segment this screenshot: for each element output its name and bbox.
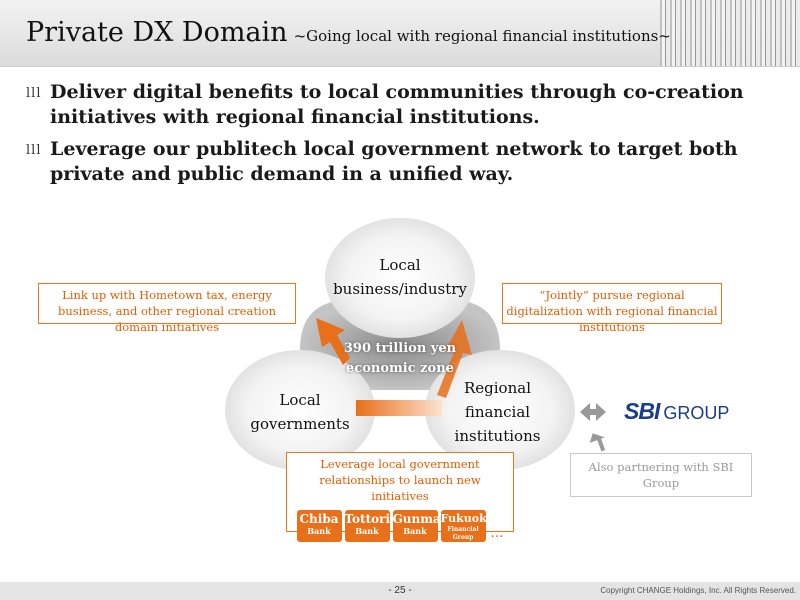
callout-sbi-partner: Also partnering with SBI Group xyxy=(570,453,752,497)
page-number: - 25 - xyxy=(388,585,412,596)
bank-logo-gunma: Gunma Bank xyxy=(392,510,441,542)
circle-local-business xyxy=(325,218,475,338)
arrow-up-icon xyxy=(589,433,606,452)
callout-local-government-initiatives: Leverage local government relationships … xyxy=(286,452,514,542)
callout-hometown-tax: Link up with Hometown tax, energy busine… xyxy=(38,283,296,334)
callout-bottom-text: Leverage local government relationships … xyxy=(319,457,481,503)
arrow-horizontal-bar xyxy=(356,400,442,416)
decorative-stripes xyxy=(660,0,800,66)
double-arrow-icon xyxy=(580,403,606,421)
footer-bar xyxy=(0,582,800,600)
label-regional-financial: Regional financial institutions xyxy=(454,379,541,445)
bullet-text: Leverage our publitech local government … xyxy=(50,138,738,185)
copyright-text: Copyright CHANGE Holdings, Inc. All Righ… xyxy=(600,586,796,595)
bank-sub: Bank xyxy=(307,526,331,536)
bullet-text: Deliver digital benefits to local commun… xyxy=(50,81,744,128)
bank-sub: Bank xyxy=(355,526,379,536)
bank-sub: Financial Group xyxy=(447,526,479,541)
callout-regional-digitalization: “Jointly” pursue regional digitalization… xyxy=(502,283,722,334)
title-text: Private DX Domain xyxy=(26,17,288,48)
label-local-governments: Local governments xyxy=(250,391,350,433)
bullet-list: lll Deliver digital benefits to local co… xyxy=(26,80,766,194)
bank-list: Chiba Bank Tottori Bank Gunma Bank Fukuo… xyxy=(289,510,511,542)
center-label: 390 trillion yen economic zone xyxy=(343,341,457,376)
bank-name: Gunma xyxy=(392,512,441,526)
sbi-logo-text: GROUP xyxy=(663,403,730,423)
circle-regional-financial xyxy=(425,350,575,470)
page-title: Private DX Domain ~Going local with regio… xyxy=(26,17,671,48)
bank-logo-chiba: Chiba Bank xyxy=(296,510,342,542)
bank-logo-tottori: Tottori Bank xyxy=(344,510,391,542)
bank-name: Fukuoka xyxy=(440,512,494,525)
bank-name: Tottori xyxy=(344,512,391,526)
bullet-mark-icon: lll xyxy=(26,86,42,101)
circle-local-governments xyxy=(225,350,375,470)
bank-logo-fukuoka: Fukuoka Financial Group xyxy=(440,510,494,542)
bullet-item: lll Leverage our publitech local governm… xyxy=(26,137,766,187)
bullet-mark-icon: lll xyxy=(26,143,42,158)
bullet-item: lll Deliver digital benefits to local co… xyxy=(26,80,766,130)
subtitle-text: ~Going local with regional financial ins… xyxy=(293,27,671,45)
more-banks-ellipsis: … xyxy=(490,526,504,541)
arrow-left-up-icon xyxy=(316,318,350,365)
sbi-logo-mark: SBI xyxy=(624,398,660,424)
arrow-right-up-icon xyxy=(437,320,472,398)
bank-name: Chiba xyxy=(299,512,339,526)
label-local-business: Local business/industry xyxy=(333,256,467,298)
bank-sub: Bank xyxy=(403,526,427,536)
title-bar: Private DX Domain ~Going local with regio… xyxy=(0,0,800,67)
